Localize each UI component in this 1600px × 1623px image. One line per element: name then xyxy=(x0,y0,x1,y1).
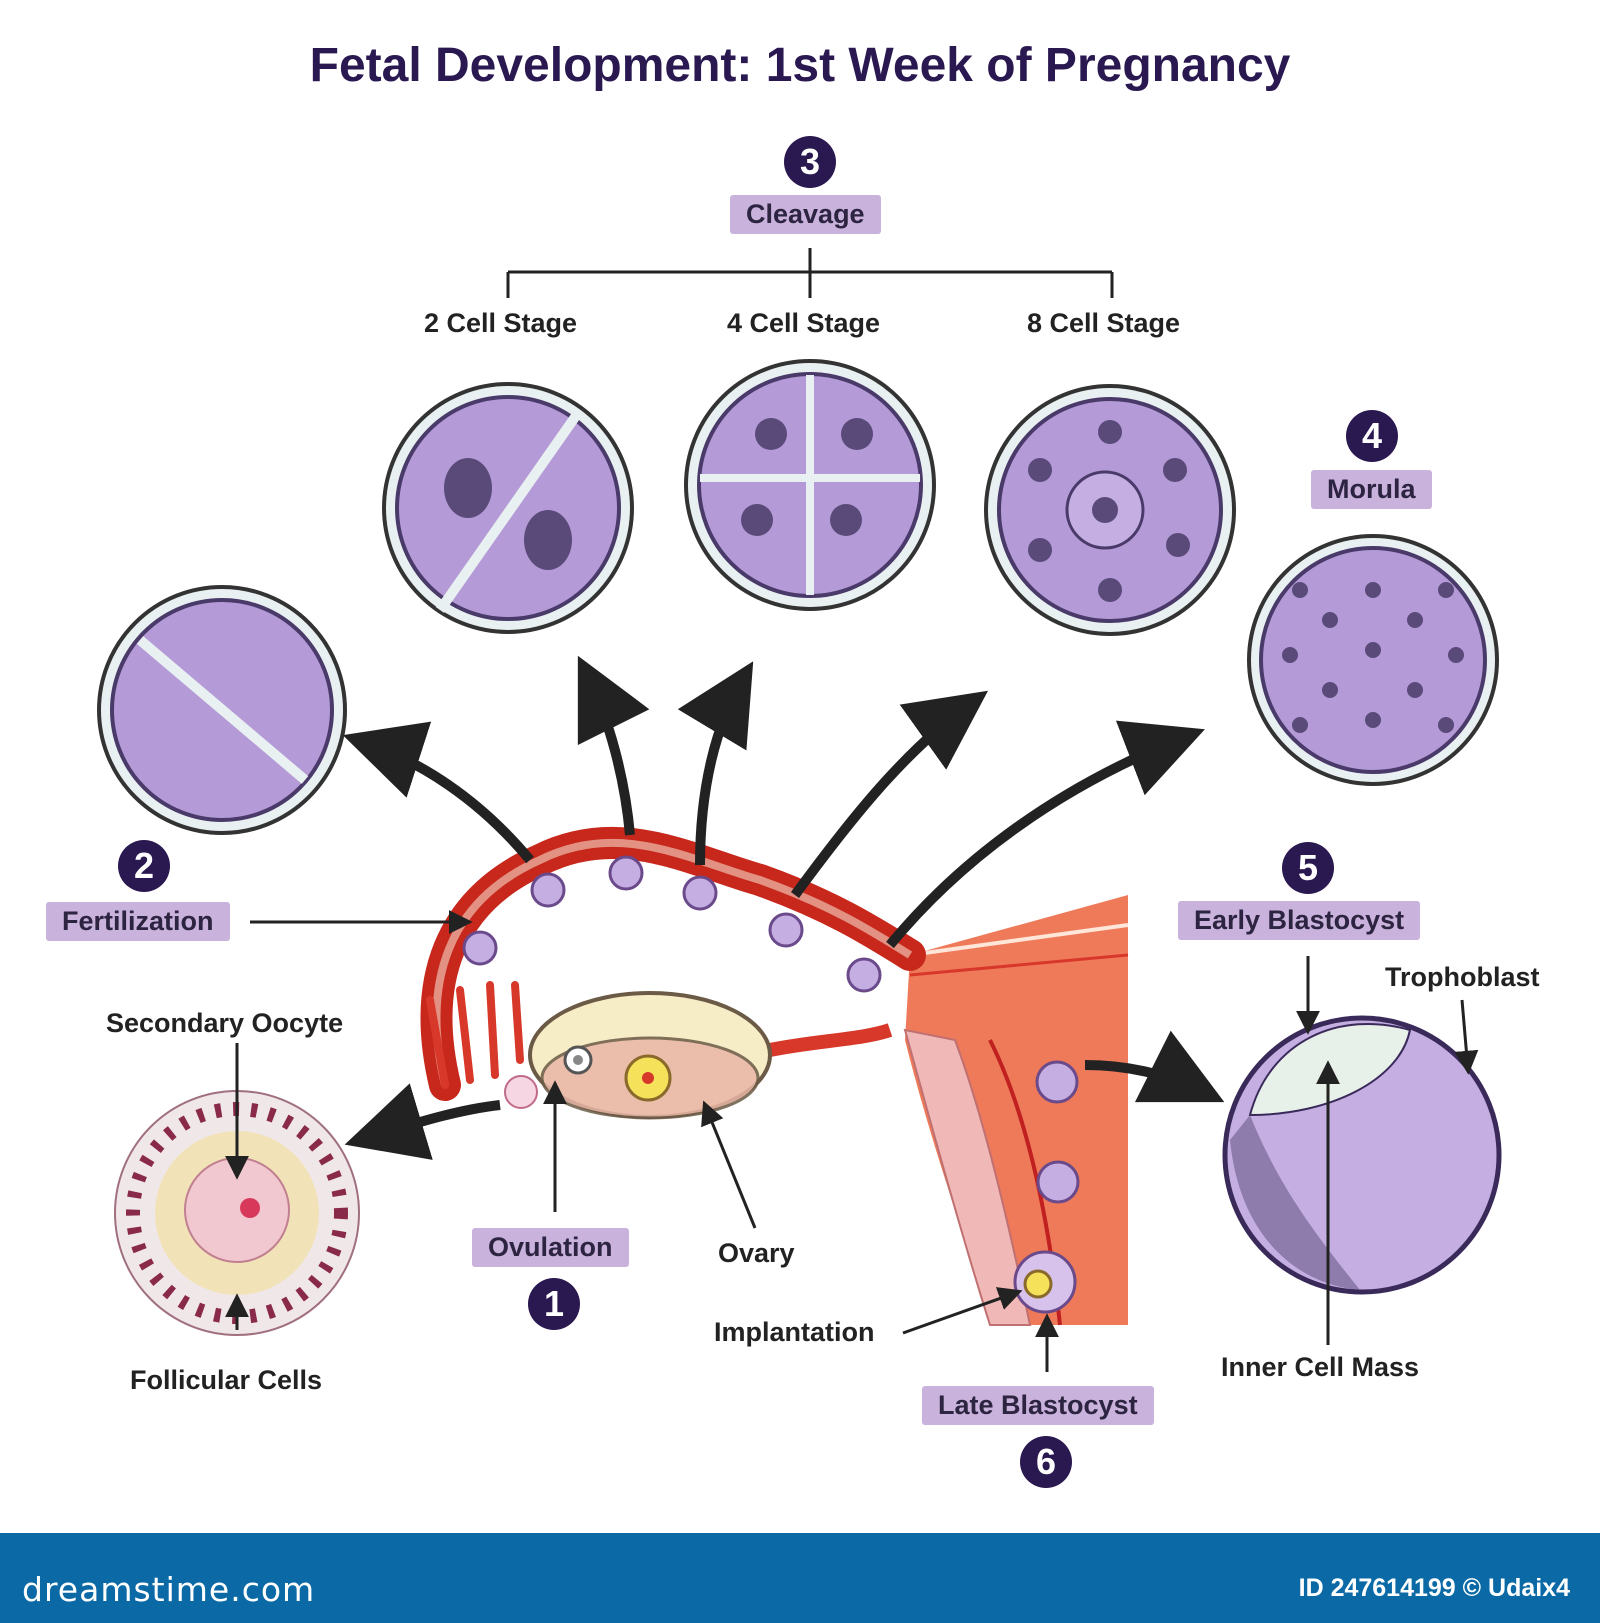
two-cell-stage-label: 2 Cell Stage xyxy=(424,308,578,338)
eight-cell-stage-label: 8 Cell Stage xyxy=(1027,308,1181,338)
early-blastocyst-tag: Early Blastocyst xyxy=(1178,901,1421,940)
page-title: Fetal Development: 1st Week of Pregnancy xyxy=(309,39,1291,92)
stage-number-4: 4 xyxy=(1346,410,1398,462)
follicle-oocyte xyxy=(114,1090,360,1336)
watermark-footer xyxy=(0,1533,1600,1623)
morula-tag: Morula xyxy=(1311,470,1432,509)
four-cell-stage-label: 4 Cell Stage xyxy=(727,308,881,338)
inner-cell-mass-label: Inner Cell Mass xyxy=(1221,1352,1420,1382)
ovary xyxy=(528,991,893,1120)
illustration xyxy=(97,248,1502,1372)
fertilization-tag: Fertilization xyxy=(46,902,230,941)
progression-arrows xyxy=(342,655,1225,1160)
cleavage-tag: Cleavage xyxy=(730,195,881,234)
early-blastocyst-cell xyxy=(1222,1015,1502,1295)
four-cell-stage-cell xyxy=(684,359,936,611)
cleavage-bracket xyxy=(506,248,1114,298)
uterus-illustration xyxy=(903,895,1129,1326)
stage-number-2: 2 xyxy=(118,840,170,892)
pointer-lines xyxy=(225,910,1479,1372)
morula-cell xyxy=(1247,534,1499,786)
follicular-cells-label: Follicular Cells xyxy=(130,1365,323,1395)
ovulation-tag: Ovulation xyxy=(472,1228,629,1267)
stage-number-3: 3 xyxy=(784,136,836,188)
fallopian-tube xyxy=(420,826,926,1101)
stage-number-6: 6 xyxy=(1020,1436,1072,1488)
ovary-label: Ovary xyxy=(718,1238,795,1268)
tube-embryos xyxy=(462,855,1080,1314)
brand-watermark: dreamstime.com xyxy=(22,1570,316,1609)
secondary-oocyte-label: Secondary Oocyte xyxy=(106,1008,344,1038)
stage-number-1: 1 xyxy=(528,1278,580,1330)
implantation-label: Implantation xyxy=(714,1317,875,1347)
trophoblast-label: Trophoblast xyxy=(1385,962,1540,992)
fertilization-cell xyxy=(97,585,347,835)
image-credit: ID 247614199 © Udaix4 xyxy=(1298,1574,1570,1602)
two-cell-stage-cell xyxy=(382,382,634,634)
stage-number-5: 5 xyxy=(1282,842,1334,894)
eight-cell-stage-cell xyxy=(984,384,1236,636)
late-blastocyst-tag: Late Blastocyst xyxy=(922,1386,1154,1425)
